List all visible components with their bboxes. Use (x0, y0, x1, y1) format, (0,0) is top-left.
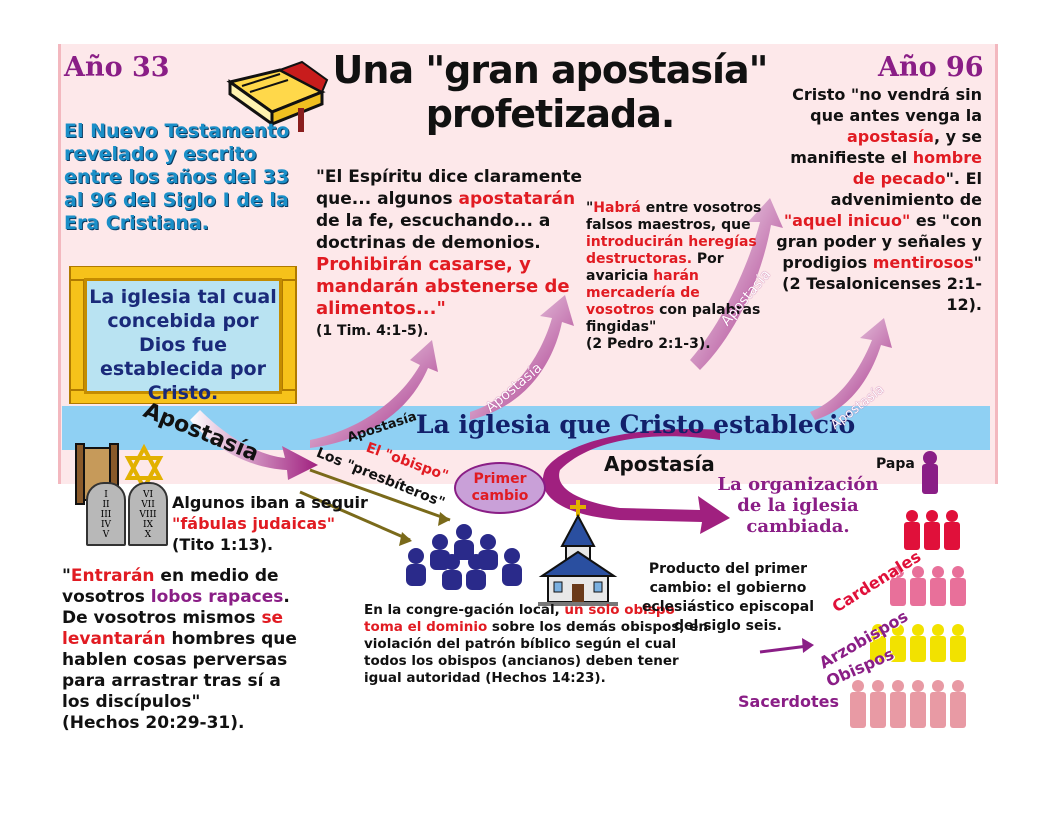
acts-ref: (Hechos 20:29-31). (62, 713, 245, 733)
apostasy-arrow-2 (470, 295, 574, 420)
papa-label: Papa (876, 456, 915, 472)
church-box-text: La iglesia tal cual concebida por Dios f… (89, 286, 277, 404)
apostasy-arrow-left (190, 410, 318, 480)
peter-quote: "Habrá entre vosotros falsos maestros, q… (586, 200, 768, 353)
changed-org-text: La organización de la iglesia cambiada. (717, 474, 879, 537)
hierarchy-pyramid-icon (850, 451, 966, 728)
title-line2: profetizada. (425, 92, 676, 136)
apostasy-arrow-right (542, 429, 730, 534)
main-title: Una "gran apostasía" profetizada. (330, 48, 770, 136)
primer-cambio-bubble: Primer cambio (454, 462, 546, 514)
year-end: Año 96 (878, 52, 984, 83)
product-text: Producto del primer cambio: el gobierno … (641, 561, 815, 634)
congregation-text: En la congre-gación local, un solo obisp… (364, 602, 708, 686)
acts-quote: "Entrarán en medio de vosotros lobos rap… (62, 566, 312, 734)
year-start: Año 33 (64, 52, 170, 83)
band-label: La iglesia que Cristo estableció (416, 410, 856, 439)
congregation-people-icon (406, 524, 522, 590)
new-testament-text: El Nuevo Testamento revelado y escrito e… (64, 120, 290, 234)
title-line1: Una "gran apostasía" (332, 48, 769, 92)
apostasy-arrow-1 (310, 340, 438, 448)
apostasia-label-right: Apostasía (604, 452, 715, 476)
judaic-fables-text: Algunos iban a seguir "fábulas judaicas"… (172, 493, 368, 554)
church-icon (538, 500, 618, 606)
bible-icon (226, 60, 329, 132)
peter-ref: (2 Pedro 2:1-3). (586, 336, 711, 352)
church-established-box: La iglesia tal cual concebida por Dios f… (66, 266, 300, 404)
apostasy-arrow-4 (810, 318, 892, 420)
sacerdotes-label: Sacerdotes (738, 692, 840, 711)
apostasy-arrow-3 (690, 198, 783, 370)
timothy-quote: "El Espíritu dice claramente que... algu… (316, 166, 594, 342)
thessalonians-quote: Cristo "no vendrá sin que antes venga la… (770, 84, 982, 315)
timothy-ref: (1 Tim. 4:1-5). (316, 323, 429, 339)
primer-cambio-text: Primer cambio (471, 471, 529, 504)
thessalonians-ref: (2 Tesalonicenses 2:1-12). (782, 274, 982, 314)
